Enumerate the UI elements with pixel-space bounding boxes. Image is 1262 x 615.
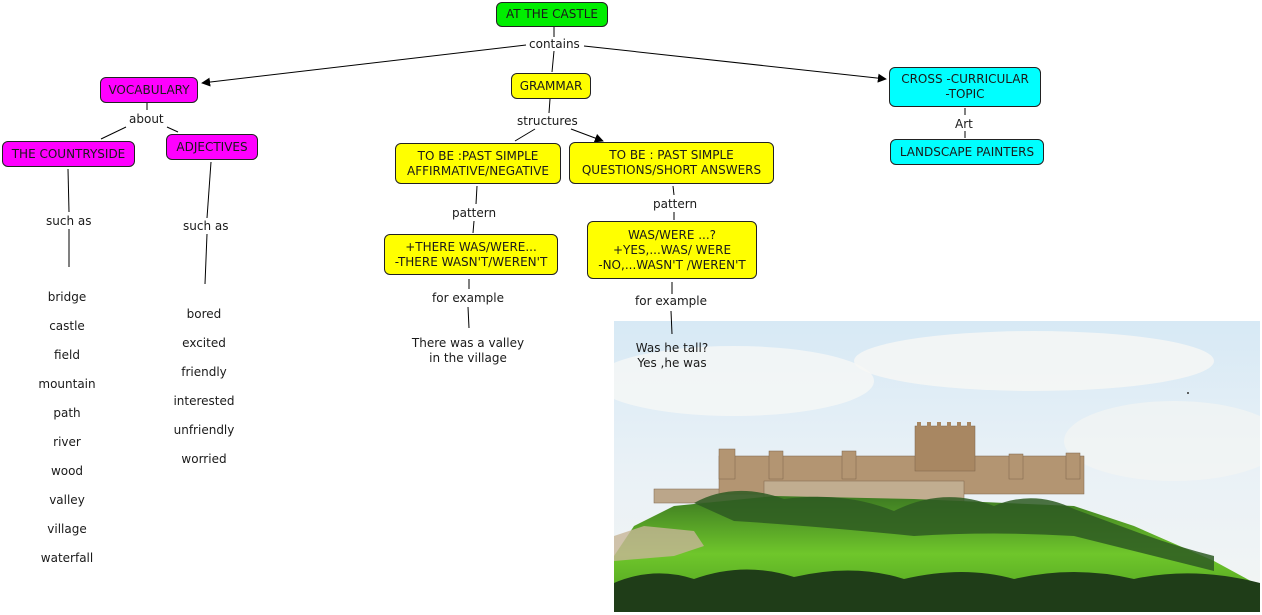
link-label-structures: structures bbox=[515, 114, 580, 128]
link-label-about: about bbox=[127, 112, 166, 126]
link-about-countryside bbox=[100, 126, 127, 140]
concept-the-countryside[interactable]: THE COUNTRYSIDE bbox=[2, 141, 135, 167]
concept-past-simple-questions[interactable]: TO BE : PAST SIMPLE QUESTIONS/SHORT ANSW… bbox=[569, 142, 774, 184]
concept-grammar[interactable]: GRAMMAR bbox=[511, 73, 591, 99]
list-item: river bbox=[53, 434, 81, 449]
concept-was-were-question[interactable]: WAS/WERE ...? +YES,...WAS/ WERE -NO,...W… bbox=[587, 221, 757, 279]
cloud bbox=[614, 346, 874, 416]
link-adjectives-suchas bbox=[206, 161, 212, 219]
cloud bbox=[854, 331, 1214, 391]
concept-adjectives[interactable]: ADJECTIVES bbox=[166, 134, 258, 160]
link-countryside-suchas bbox=[67, 168, 70, 213]
list-item: valley bbox=[49, 492, 85, 507]
list-item: waterfall bbox=[40, 550, 94, 565]
cloud bbox=[1064, 401, 1260, 481]
list-item: friendly bbox=[181, 364, 227, 379]
list-item: village bbox=[47, 521, 87, 536]
concept-cross-curricular-topic[interactable]: CROSS -CURRICULAR -TOPIC bbox=[889, 67, 1041, 107]
root-concept-at-the-castle[interactable]: AT THE CASTLE bbox=[496, 2, 608, 27]
rock-face bbox=[614, 526, 704, 561]
adjective-word-list: bored excited friendly interested unfrie… bbox=[159, 292, 249, 481]
castle-photo-illustration bbox=[614, 321, 1260, 612]
castle-photo bbox=[614, 321, 1260, 612]
link-contains-vocabulary bbox=[201, 44, 527, 87]
list-item: excited bbox=[182, 335, 226, 350]
link-affneg-pattern bbox=[475, 185, 478, 205]
foreground-trees bbox=[614, 569, 1260, 612]
link-label-pattern-questions: pattern bbox=[651, 197, 700, 211]
link-contains-grammar bbox=[551, 50, 555, 73]
link-questions-pattern bbox=[672, 185, 675, 196]
link-forexample-example1 bbox=[467, 306, 470, 329]
link-label-such-as-countryside: such as bbox=[44, 214, 94, 228]
link-label-contains: contains bbox=[527, 37, 582, 51]
bird bbox=[1187, 392, 1189, 394]
concept-there-was-were[interactable]: +THERE WAS/WERE... -THERE WASN'T/WEREN'T bbox=[384, 234, 558, 275]
example-was-he-tall: Was he tall? Yes ,he was bbox=[635, 341, 709, 370]
list-item: unfriendly bbox=[173, 422, 235, 437]
list-item: worried bbox=[181, 451, 227, 466]
concept-vocabulary[interactable]: VOCABULARY bbox=[100, 77, 198, 103]
castle bbox=[653, 425, 1085, 504]
example-there-was-a-valley: There was a valley in the village bbox=[411, 336, 525, 365]
list-item: castle bbox=[49, 318, 85, 333]
link-label-for-example-questions: for example bbox=[633, 294, 709, 308]
link-label-such-as-adjectives: such as bbox=[181, 219, 231, 233]
list-item: wood bbox=[50, 463, 84, 478]
link-suchas-adjwords bbox=[204, 233, 208, 285]
list-item: interested bbox=[173, 393, 235, 408]
link-label-art: Art bbox=[953, 117, 975, 131]
tree-line bbox=[694, 490, 1214, 571]
list-item: bridge bbox=[47, 289, 87, 304]
concept-landscape-painters[interactable]: LANDSCAPE PAINTERS bbox=[890, 139, 1044, 165]
link-about-adjectives bbox=[166, 126, 179, 133]
link-structures-questions bbox=[570, 128, 604, 143]
concept-past-simple-affirmative-negative[interactable]: TO BE :PAST SIMPLE AFFIRMATIVE/NEGATIVE bbox=[395, 143, 561, 184]
list-item: field bbox=[54, 347, 80, 362]
link-contains-cross bbox=[583, 45, 887, 83]
list-item: path bbox=[53, 405, 81, 420]
link-pattern-therewas bbox=[472, 220, 475, 234]
link-grammar-structures bbox=[548, 98, 551, 114]
link-label-pattern-affneg: pattern bbox=[450, 206, 499, 220]
countryside-word-list: bridge castle field mountain path river … bbox=[24, 275, 110, 580]
battlements bbox=[917, 422, 971, 427]
link-structures-affneg bbox=[514, 128, 536, 142]
list-item: bored bbox=[186, 306, 222, 321]
link-label-for-example-affneg: for example bbox=[430, 291, 506, 305]
list-item: mountain bbox=[38, 376, 96, 391]
